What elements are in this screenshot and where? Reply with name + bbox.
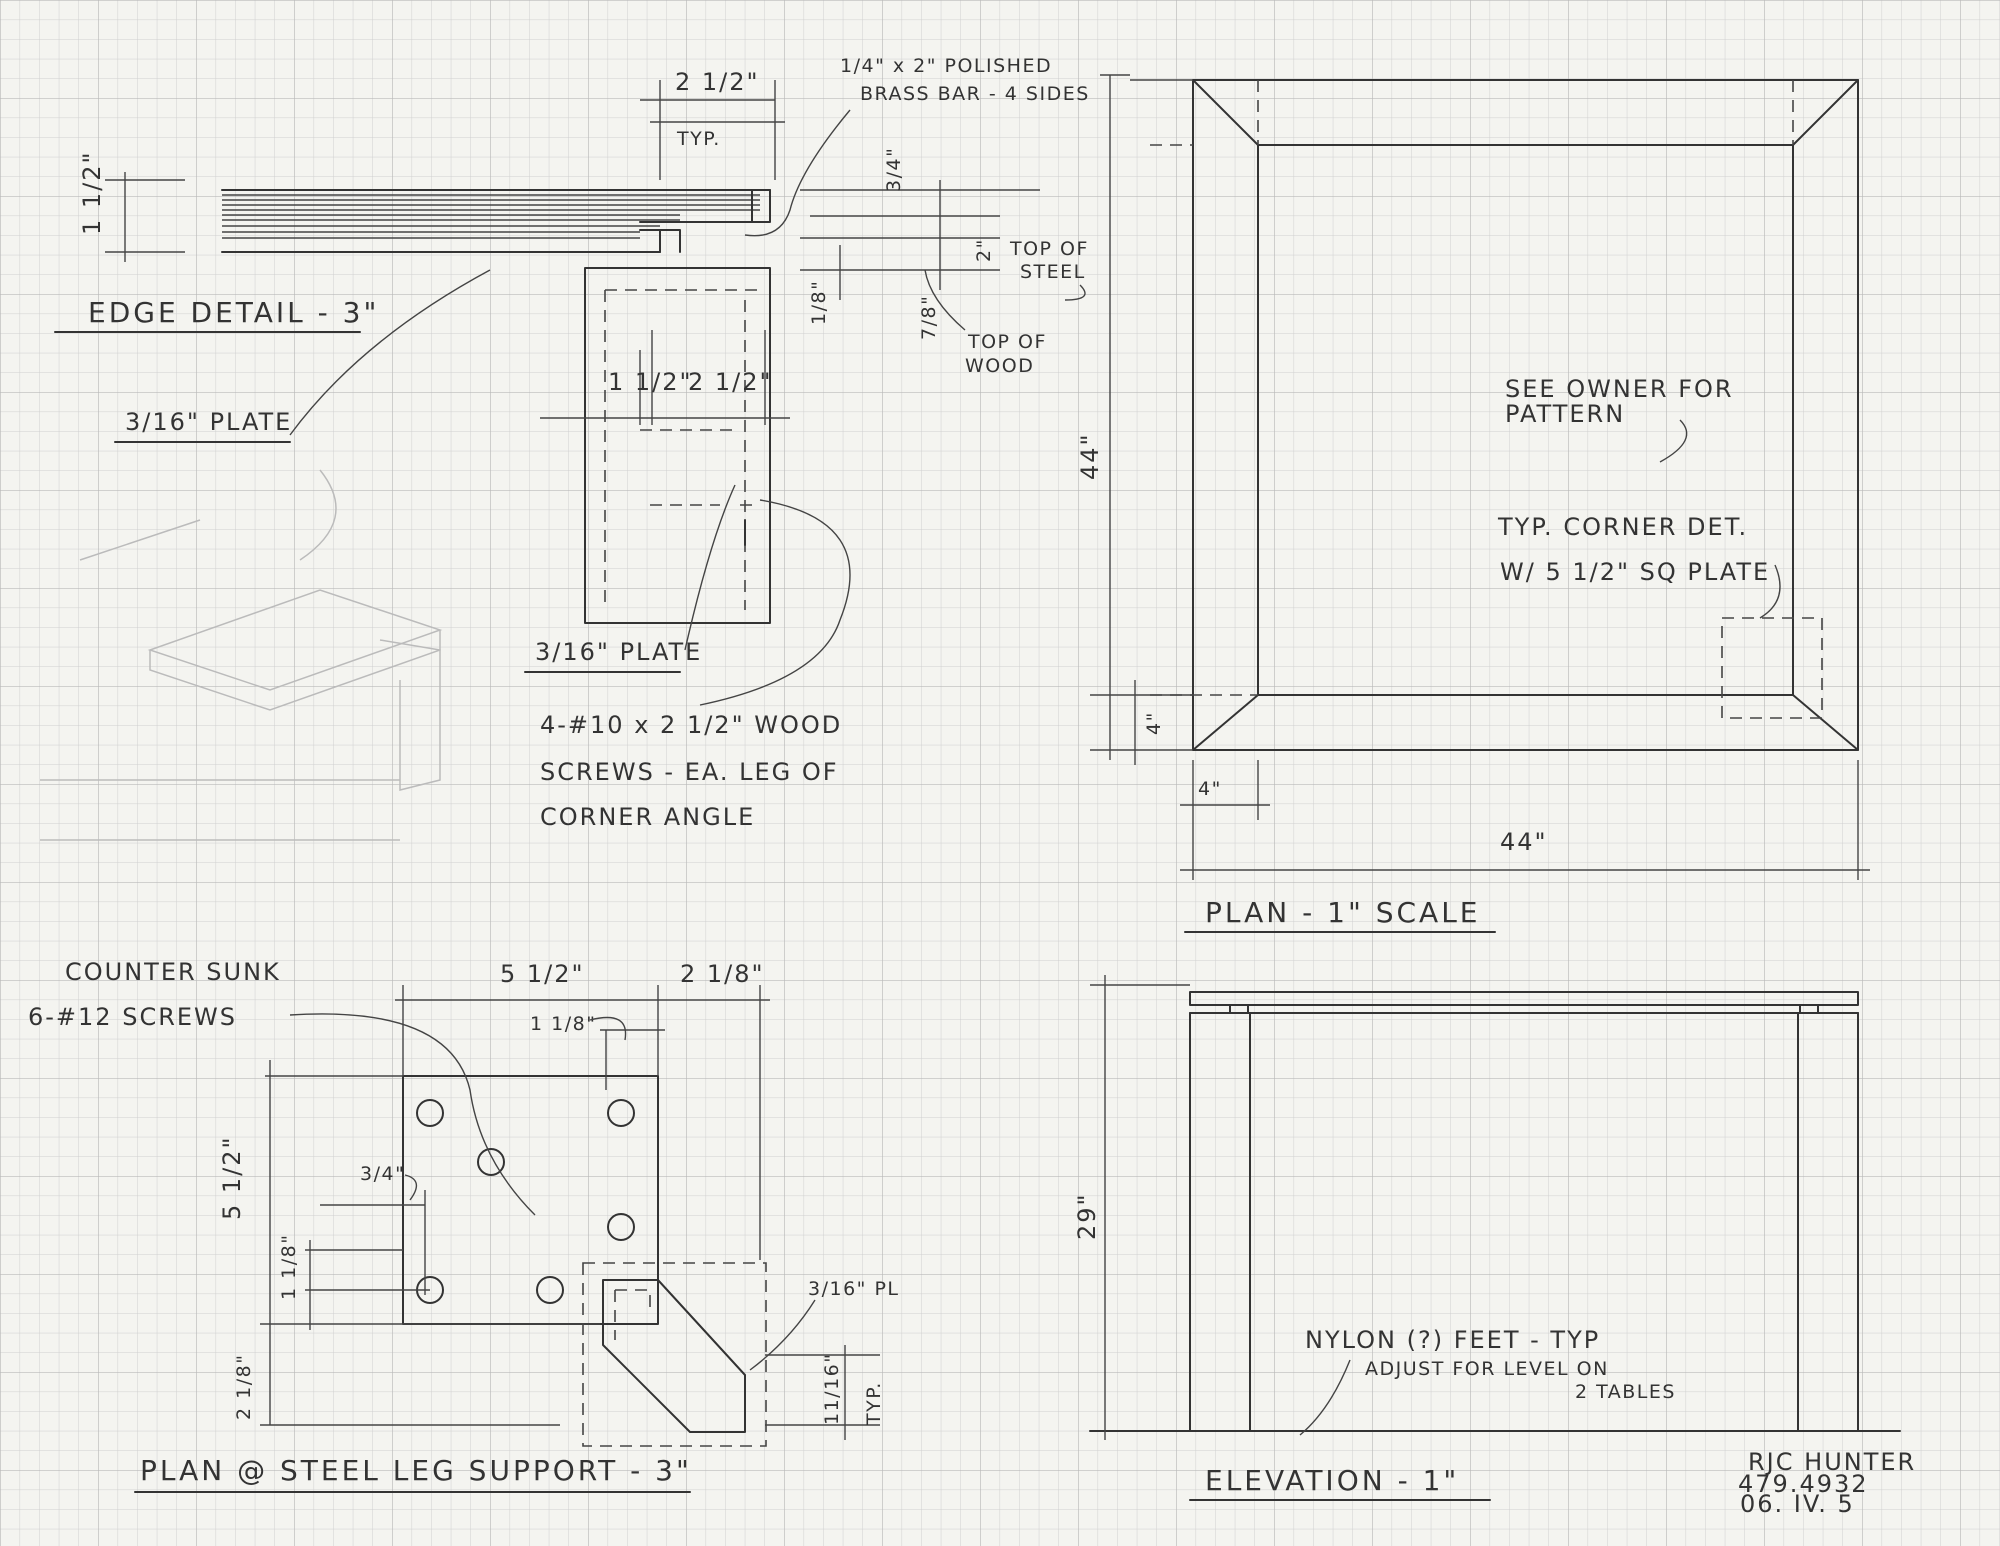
leader-plate-left	[289, 269, 491, 436]
dim-2: 2"	[973, 238, 995, 262]
leader-plate-pl	[749, 1299, 816, 1371]
plate-pl-note: 3/16" PL	[808, 1278, 900, 1300]
dim-edge-thickness: 1 1/2"	[78, 150, 106, 235]
steel-dim-3-4: 3/4"	[360, 1163, 405, 1185]
top-of-steel-label-2: STEEL	[1020, 261, 1086, 283]
leader-plate-bottom	[684, 484, 736, 651]
steel-dim-2-125: 2 1/8"	[680, 960, 765, 988]
dim-1-5-inner: 1 1/2"	[608, 368, 693, 396]
plan-outline	[1192, 79, 1859, 751]
edge-step	[639, 221, 753, 253]
screw-hole	[607, 1099, 635, 1127]
leader-top-of-wood	[924, 269, 966, 331]
corner-note-2: W/ 5 1/2" SQ PLATE	[1500, 558, 1770, 586]
screw-hole	[416, 1099, 444, 1127]
top-of-steel-label: TOP OF	[1009, 238, 1089, 260]
steel-dim-2-125-vertical: 2 1/8"	[233, 1354, 255, 1420]
brass-bar	[751, 189, 771, 223]
steel-plan-title: PLAN @ STEEL LEG SUPPORT - 3"	[140, 1454, 692, 1487]
signature-block: RJC HUNTER 479.4932 06. IV. 5	[1738, 1448, 1916, 1518]
corner-note-1: TYP. CORNER DET.	[1497, 513, 1748, 541]
typ-label: TYP.	[676, 128, 721, 150]
signature-phone: 479.4932	[1738, 1470, 1869, 1498]
plan-dim-4-vertical: 4"	[1143, 711, 1165, 735]
elevation-title: ELEVATION - 1"	[1205, 1464, 1459, 1497]
steel-typ: TYP.	[863, 1381, 885, 1426]
steel-leg-section	[584, 267, 771, 624]
screws-note-2: SCREWS - EA. LEG OF	[540, 758, 839, 786]
top-of-wood-label-2: WOOD	[965, 355, 1034, 377]
steel-dim-1-125-side: 1 1/8"	[278, 1234, 300, 1300]
steel-leg-hidden-lines	[640, 429, 760, 506]
counter-sunk-note-2: 6-#12 SCREWS	[28, 1003, 237, 1031]
leg-outline-hidden	[582, 1262, 767, 1447]
dim-7-8: 7/8"	[918, 295, 940, 340]
steel-leg-hidden	[604, 289, 760, 610]
nylon-feet-note-3: 2 TABLES	[1575, 1381, 1676, 1403]
laminated-top	[221, 189, 771, 253]
brass-bar-note: 1/4" x 2" POLISHED	[840, 55, 1052, 77]
counter-sunk-note-1: COUNTER SUNK	[65, 958, 281, 986]
corner-angle-inner	[614, 1289, 651, 1340]
steel-dim-11-16: 11/16"	[821, 1353, 843, 1426]
nylon-feet-note-2: ADJUST FOR LEVEL ON	[1365, 1358, 1609, 1380]
steel-leg-support-plan: 5 1/2" 2 1/8" 1 1/8" 5 1/2" 3/4" 1 1/8" …	[28, 958, 900, 1493]
plan-title: PLAN - 1" SCALE	[1205, 896, 1481, 929]
corner-plate-hidden	[1721, 617, 1823, 719]
plate-label-left: 3/16" PLATE	[125, 408, 292, 436]
plan-dim-width: 44"	[1500, 828, 1548, 856]
screw-hole	[477, 1148, 505, 1176]
steel-dim-5-5-vertical: 5 1/2"	[218, 1135, 246, 1220]
leader-corner	[1759, 564, 1781, 619]
elevation-top	[1189, 991, 1859, 1006]
leader-top-of-steel	[1064, 284, 1086, 301]
owner-note-1: SEE OWNER FOR	[1505, 375, 1734, 403]
leader-nylon-feet	[1299, 1359, 1351, 1436]
top-of-wood-label: TOP OF	[967, 331, 1047, 353]
faint-erased-sketch	[40, 469, 443, 841]
owner-note-2: PATTERN	[1505, 400, 1625, 428]
leader-screws	[699, 499, 851, 706]
nylon-feet-note-1: NYLON (?) FEET - TYP	[1305, 1326, 1600, 1354]
signature-date: 06. IV. 5	[1740, 1490, 1855, 1518]
signature-name: RJC HUNTER	[1748, 1448, 1916, 1476]
screw-hole	[536, 1276, 564, 1304]
dim-3-4: 3/4"	[883, 147, 905, 192]
plan-dim-4-horizontal: 4"	[1198, 778, 1222, 800]
brass-bar-note-2: BRASS BAR - 4 SIDES	[860, 83, 1090, 105]
dim-typ-width: 2 1/2"	[675, 68, 760, 96]
edge-detail-title: EDGE DETAIL - 3"	[88, 296, 379, 329]
steel-dim-1-125-top: 1 1/8"	[530, 1013, 596, 1035]
plan-inner	[1257, 144, 1794, 696]
screws-note-3: CORNER ANGLE	[540, 803, 755, 831]
leader-counter-sunk	[289, 1013, 536, 1216]
plan-dim-height: 44"	[1076, 432, 1104, 480]
screws-note-1: 4-#10 x 2 1/2" WOOD	[540, 711, 842, 739]
leader-owner	[1659, 419, 1688, 463]
edge-detail: 1 1/2" 2 1/2" TYP. 1/4" x 2" POLISHED BR…	[54, 55, 1090, 831]
leader-brass-bar	[744, 109, 851, 237]
plan-view: 44" 4" 4" 44" SEE OWNER FOR PATTERN TYP.…	[1076, 74, 1870, 933]
plate-label-bottom: 3/16" PLATE	[535, 638, 702, 666]
dim-2-5-inner: 2 1/2"	[688, 368, 773, 396]
screw-hole	[607, 1213, 635, 1241]
dim-1-8: 1/8"	[808, 280, 830, 325]
elevation-dim-height: 29"	[1073, 1192, 1101, 1240]
elevation-view: 29" NYLON (?) FEET - TYP ADJUST FOR LEVE…	[1073, 975, 1901, 1501]
steel-dim-5-5-horizontal: 5 1/2"	[500, 960, 585, 988]
